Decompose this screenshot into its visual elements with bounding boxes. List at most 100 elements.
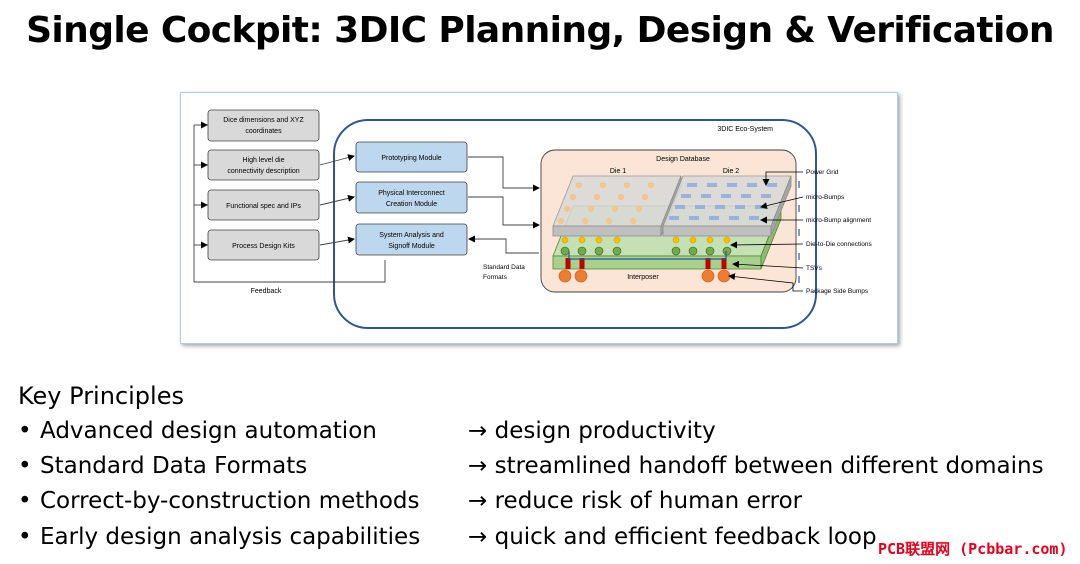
die-pad [641, 193, 649, 201]
tsv [705, 258, 711, 269]
die-pad [623, 181, 631, 189]
principle-text: Correct-by-construction methods [40, 488, 420, 514]
module-label-line: Physical Interconnect [378, 190, 445, 197]
die-to-die-connection [568, 251, 727, 260]
callout-power-grid: Power Grid [762, 169, 839, 186]
tsv [721, 258, 727, 269]
callout-label: micro-Bumps [806, 194, 845, 201]
die-pad [557, 217, 565, 225]
die1-label: Die 1 [610, 168, 626, 175]
benefit: → quick and efficient feedback loop [468, 524, 877, 550]
ecosystem-label: 3DIC Eco-System [717, 126, 773, 133]
principle-text: Early design analysis capabilities [40, 524, 421, 550]
module-label-line: Creation Module [386, 201, 437, 208]
input-box-functional-spec: Functional spec and IPs [207, 189, 320, 221]
power-grid-cell [701, 194, 711, 198]
input-connectors [193, 121, 386, 283]
power-grid-cell [729, 216, 739, 220]
input-box-dice-dimensions: Dice dimensions and XYZ coordinates [207, 109, 320, 142]
micro-bump-lower [671, 246, 681, 256]
module-connectors [468, 156, 540, 254]
power-grid-cell [749, 216, 759, 220]
micro-bump [613, 236, 621, 244]
principle-row: • Correct-by-construction methods → redu… [18, 488, 1078, 522]
die-1 [552, 175, 682, 237]
die-pad [575, 181, 583, 189]
power-grid-cell [675, 205, 685, 209]
input-label-line: High level die [242, 157, 284, 164]
callout-label: Package Side Bumps [806, 288, 869, 295]
3dic-flow-diagram: 3DIC Eco-System Dice dimensions and XYZ … [180, 92, 898, 344]
power-grid-cell [747, 183, 757, 187]
power-grid-cell [727, 183, 737, 187]
benefit-text: quick and efficient feedback loop [494, 524, 877, 550]
die-pad [599, 181, 607, 189]
benefit-text: reduce risk of human error [494, 488, 803, 514]
power-grid-cell [741, 194, 751, 198]
callout-die-to-die: Die-to-Die connections [730, 241, 873, 249]
die-pad [605, 217, 613, 225]
die-pad [647, 181, 655, 189]
die-pad [563, 205, 571, 213]
module-label-line: Prototyping Module [381, 155, 441, 162]
bump-stack [558, 236, 732, 283]
micro-bump [706, 236, 714, 244]
die-pad [635, 205, 643, 213]
benefit-text: streamlined handoff between different do… [494, 453, 1044, 479]
bullet: • [18, 453, 32, 479]
callout-tsvs: TSVs [732, 260, 823, 272]
principle-row: • Early design analysis capabilities → q… [18, 524, 1078, 558]
power-grid-cell [687, 183, 697, 187]
principle-text: Standard Data Formats [40, 453, 308, 479]
power-grid-cell [767, 183, 777, 187]
micro-bump-lower [722, 246, 732, 256]
benefit: → design productivity [468, 418, 716, 444]
module-physical-interconnect: Physical Interconnect Creation Module [355, 181, 468, 214]
arrow-icon: → [468, 488, 488, 514]
micro-bump [689, 236, 697, 244]
callout-label: micro-Bump alignment [806, 217, 871, 224]
micro-bump-lower [705, 246, 715, 256]
die1-bumps [557, 181, 655, 225]
die2-power-grid [669, 183, 777, 220]
callout-label: TSVs [806, 265, 823, 272]
micro-bump [561, 236, 569, 244]
die-pad [581, 217, 589, 225]
power-grid-cell [735, 205, 745, 209]
bullet: • [18, 488, 32, 514]
power-grid-cell [669, 216, 679, 220]
die2-label: Die 2 [723, 168, 739, 175]
input-label-line: Functional spec and IPs [226, 203, 301, 210]
power-grid-cell [707, 183, 717, 187]
standard-data-label: Formats [483, 274, 508, 281]
callout-micro-bumps: micro-Bumps [760, 194, 845, 210]
benefit-text: design productivity [494, 418, 716, 444]
die-pad [569, 193, 577, 201]
module-label-line: Signoff Module [388, 243, 435, 250]
arrow-icon: → [468, 453, 488, 479]
power-grid-cell [755, 205, 765, 209]
tsv [565, 258, 571, 269]
input-box-connectivity: High level die connectivity description [207, 149, 320, 181]
callout-micro-bump-alignment: micro-Bump alignment [760, 216, 871, 224]
die-pad [617, 193, 625, 201]
package-bump [558, 269, 572, 283]
power-grid-cell [721, 194, 731, 198]
package-bump [701, 269, 715, 283]
principle-text: Advanced design automation [40, 418, 377, 444]
standard-data-label: Standard Data [483, 264, 525, 271]
key-principles-heading: Key Principles [18, 382, 184, 410]
micro-bump [595, 236, 603, 244]
input-label-line: Dice dimensions and XYZ [223, 117, 304, 124]
bullet: • [18, 418, 32, 444]
power-grid-cell [695, 205, 705, 209]
principle-row: • Advanced design automation → design pr… [18, 418, 1078, 452]
input-label-line: Process Design Kits [232, 243, 295, 250]
watermark: PCB联盟网 (Pcbbar.com) [878, 540, 1068, 558]
package-bump [574, 269, 588, 283]
interposer-label: Interposer [627, 274, 659, 281]
micro-bump-lower [612, 246, 622, 256]
power-grid-cell [709, 216, 719, 220]
feedback-label: Feedback [251, 288, 282, 295]
input-label-line: connectivity description [227, 168, 299, 175]
